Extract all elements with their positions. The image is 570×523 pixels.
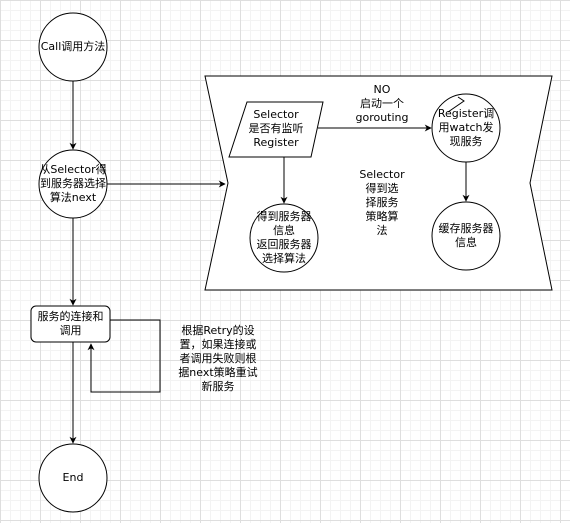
get-algorithm-node-label: 得到服务器 信息 返回服务器 选择算法 [256, 210, 312, 265]
edge-retry-loop [87, 319, 161, 393]
get-algorithm-node[interactable] [249, 203, 319, 273]
end-node-label: End [62, 471, 84, 484]
connect-call-node[interactable] [30, 305, 111, 343]
connect-call-node-label: 服务的连接和 调用 [37, 310, 104, 337]
cache-info-node-label: 缓存服务器 信息 [438, 222, 494, 249]
call-node-label: Call调用方法 [40, 40, 106, 53]
selector-watch-node[interactable] [228, 101, 324, 158]
selector-next-node-label: 从Selector得 到服务器选择 算法next [39, 163, 107, 204]
register-watch-decoration [447, 96, 465, 113]
selector-watch-node-label: Selector 是否有监听 Register [248, 108, 304, 149]
no-branch-label: NO 启动一个 gorouting [355, 83, 409, 124]
selector-panel-label: Selector 得到选 择服务 策略算 法 [359, 168, 405, 237]
end-node[interactable] [38, 443, 108, 513]
cache-info-node[interactable] [431, 201, 501, 271]
register-watch-node-label: Register调 用watch发 现服务 [437, 107, 495, 148]
retry-note-label: 根据Retry的设 置，如果连接或 者调用失败则根 据next策略重试 新服务 [178, 324, 258, 393]
